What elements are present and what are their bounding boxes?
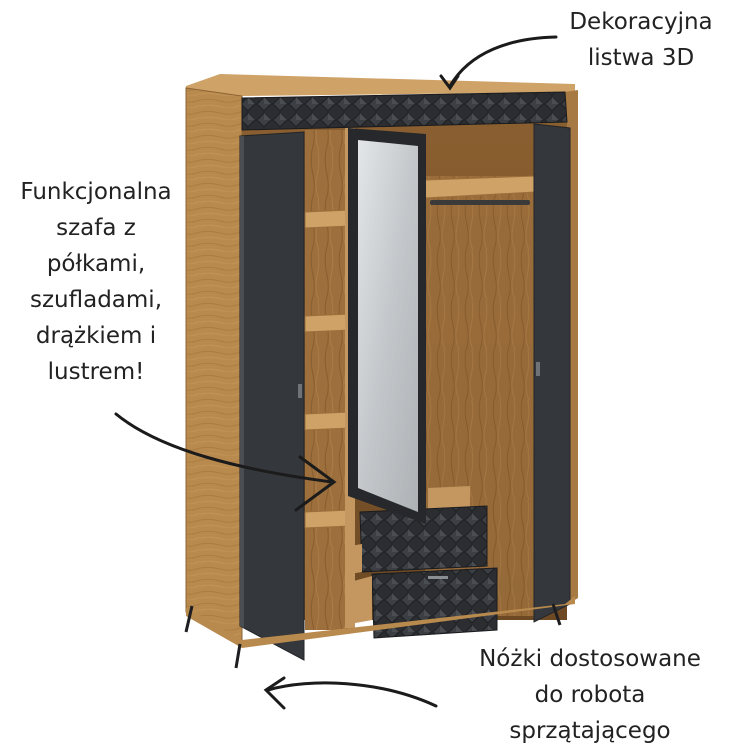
shelves xyxy=(304,209,351,529)
arrow-top-head xyxy=(439,74,460,91)
lower-drawer-side xyxy=(350,576,372,624)
annotation-left-line-5: drążkiem i xyxy=(35,323,157,349)
wardrobe-top-panel xyxy=(186,74,575,96)
annotation-bottom-line-1: Nóżki dostosowane xyxy=(479,646,701,672)
mirror xyxy=(358,140,418,512)
annotation-left-line-2: szafa z xyxy=(56,215,136,241)
right-door-handle[interactable] xyxy=(536,362,540,376)
arrow-top xyxy=(448,35,558,88)
annotation-legs: Nóżki dostosowane do robota sprzątająceg… xyxy=(440,641,740,749)
arrow-left-head xyxy=(294,455,337,512)
annotation-left-line-3: półkami, xyxy=(46,251,146,277)
annotation-left-line-4: szufladami, xyxy=(29,287,162,313)
clothes-rail xyxy=(430,200,530,205)
drawer-handle[interactable] xyxy=(428,576,448,579)
shelf-column xyxy=(305,130,350,630)
annotation-left-line-1: Funkcjonalna xyxy=(20,179,172,205)
lower-drawer[interactable] xyxy=(371,567,498,639)
decorative-3d-strip xyxy=(241,91,568,131)
annotation-top-line-1: Dekoracyjna xyxy=(569,9,713,35)
arrow-bottom-head xyxy=(263,676,286,710)
upper-drawer-side xyxy=(350,544,362,574)
arrows xyxy=(114,35,558,710)
annotation-top-line-2: listwa 3D xyxy=(587,45,695,71)
left-door-handle[interactable] xyxy=(298,384,302,398)
arrow-bottom xyxy=(266,681,438,708)
left-door[interactable] xyxy=(239,131,305,661)
legs xyxy=(184,603,562,669)
annotation-bottom-line-3: sprzątającego xyxy=(509,718,671,744)
annotation-left-line-6: lustrem! xyxy=(47,359,145,385)
annotation-functional-wardrobe: Funkcjonalna szafa z półkami, szufladami… xyxy=(6,174,186,390)
annotation-bottom-line-2: do robota xyxy=(534,682,646,708)
wardrobe-left-side xyxy=(185,87,243,647)
annotation-decorative-strip: Dekoracyjna listwa 3D xyxy=(556,4,726,76)
arrow-left xyxy=(114,412,334,484)
